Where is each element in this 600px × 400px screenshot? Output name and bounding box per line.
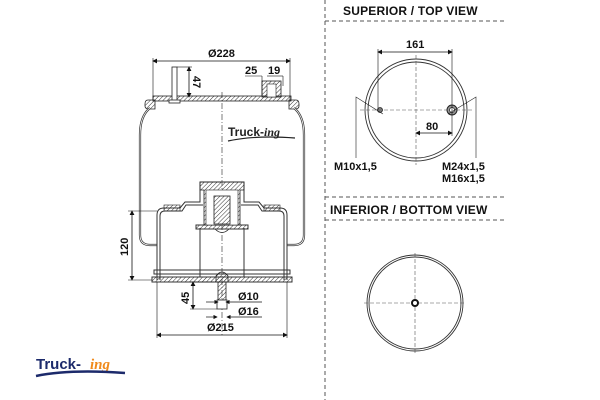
stud-height-label: 47 xyxy=(190,76,202,88)
thread-left-label: M10x1,5 xyxy=(334,161,377,173)
bottom-diameter-label: Ø215 xyxy=(207,322,234,334)
bottom-view-title: INFERIOR / BOTTOM VIEW xyxy=(330,203,488,217)
brand-logo-main: Truck- xyxy=(36,356,81,373)
port-offset-b-label: 19 xyxy=(268,65,280,77)
thread-right-2-label: M16x1,5 xyxy=(442,173,485,185)
stud-spacing-label: 161 xyxy=(406,39,424,51)
port-offset-label: 80 xyxy=(426,121,438,133)
top-view-title: SUPERIOR / TOP VIEW xyxy=(343,4,478,18)
inner-logo-suffix: ing xyxy=(264,125,280,139)
top-diameter-label: Ø228 xyxy=(208,48,235,60)
dim-height: 120 xyxy=(119,210,157,281)
stud-diameter-large-label: Ø16 xyxy=(238,306,259,318)
inner-logo: Truck-ing xyxy=(227,125,296,142)
dim-port-offsets: 25 19 xyxy=(245,65,284,97)
dim-bottom-diameter: Ø215 xyxy=(156,282,288,338)
port-offset-a-label: 25 xyxy=(245,65,257,77)
brand-logo-suffix: ing xyxy=(90,357,111,373)
top-view: SUPERIOR / TOP VIEW 161 80 M10x1,5 M24x1… xyxy=(334,4,485,185)
bottom-stud xyxy=(215,271,229,310)
top-stud xyxy=(168,66,181,104)
bottom-view: INFERIOR / BOTTOM VIEW xyxy=(330,203,488,353)
side-view: Truck-ing Ø228 47 25 19 xyxy=(119,48,306,338)
dim-stud-height: 47 xyxy=(177,66,202,98)
brand-logo: Truck- ing xyxy=(35,356,126,378)
air-port xyxy=(261,80,282,98)
thread-right-1-label: M24x1,5 xyxy=(442,161,485,173)
dim-top-diameter: Ø228 xyxy=(152,48,291,100)
stud-diameter-small-label: Ø10 xyxy=(238,291,259,303)
dim-bottom-stud-height: 45 xyxy=(180,281,217,310)
bottom-stud-height-label: 45 xyxy=(180,292,192,304)
dim-stud-diameters: Ø10 Ø16 xyxy=(206,291,262,320)
inner-logo-main: Truck- xyxy=(228,125,264,139)
section-dividers xyxy=(324,0,505,400)
height-label: 120 xyxy=(119,238,131,256)
brand-logo-swoosh xyxy=(35,370,126,378)
bump-stop xyxy=(199,181,245,233)
svg-text:Truck-ing: Truck-ing xyxy=(228,125,280,139)
bottom-stud-hole xyxy=(411,299,419,307)
